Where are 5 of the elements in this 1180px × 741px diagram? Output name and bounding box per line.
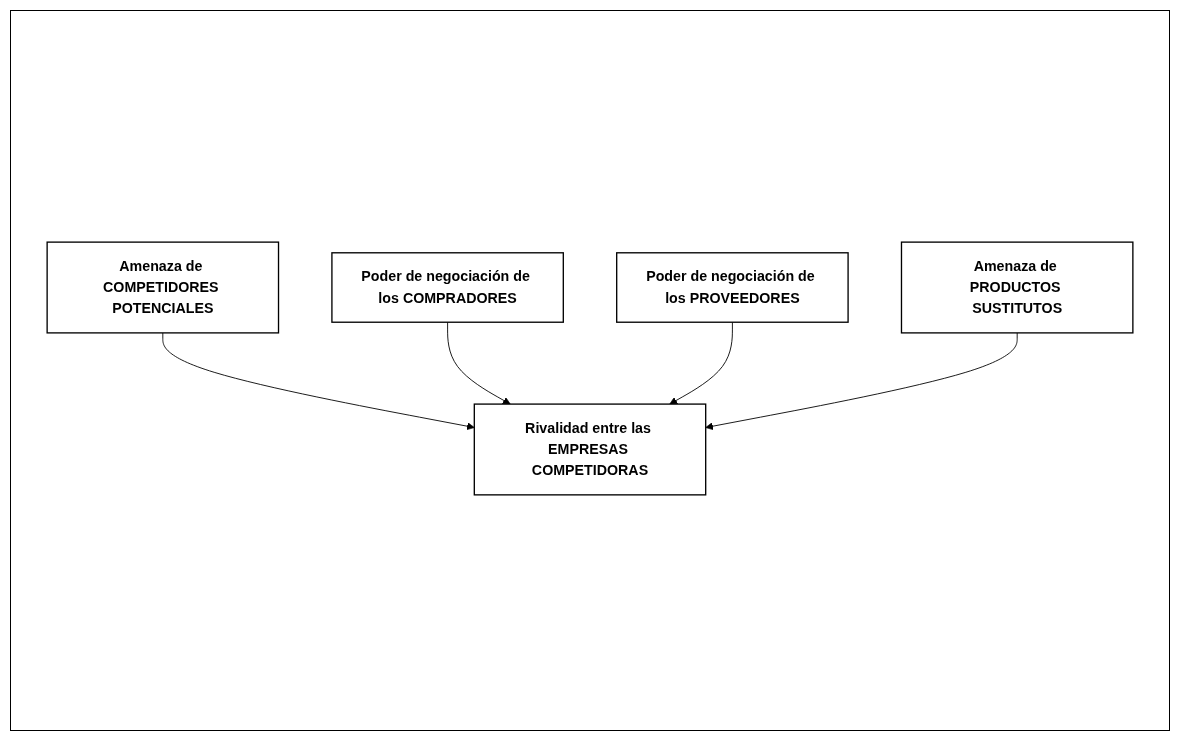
node-box: Poder de negociación de los COMPRADORES xyxy=(331,252,564,323)
node-box: Amenaza de COMPETIDORES POTENCIALES xyxy=(46,241,280,334)
node-box: Poder de negociación de los PROVEEDORES xyxy=(616,252,849,323)
node-box: Rivalidad entre las EMPRESAS COMPETIDORAS xyxy=(473,403,707,496)
node-box: Amenaza de PRODUCTOS SUSTITUTOS xyxy=(900,241,1134,334)
